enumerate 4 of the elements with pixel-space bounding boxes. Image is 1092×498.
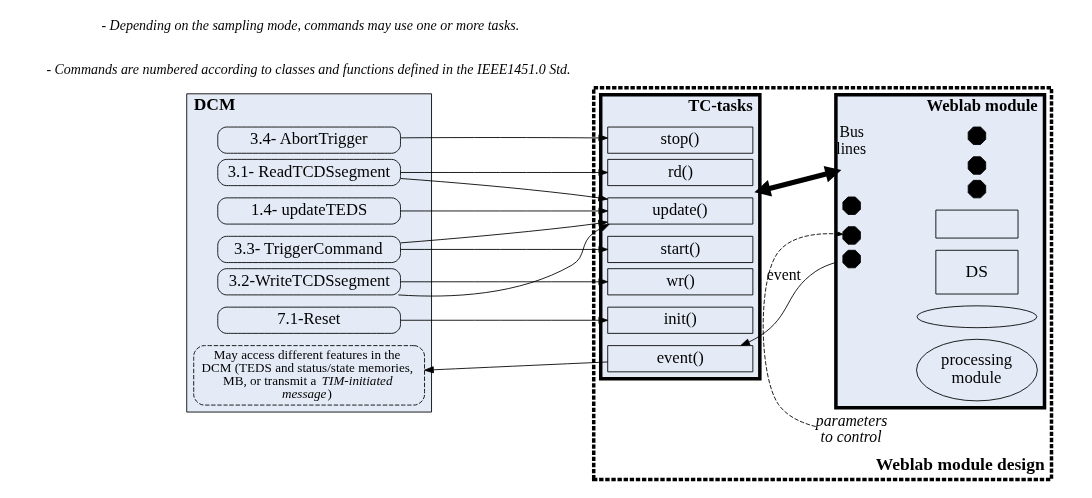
edge-label: event [766, 265, 801, 283]
label: - Commands are numbered according to classes and functions defined in the IEEE1451.0 Std. [46, 61, 571, 77]
label: - Depending on the sampling mode, commands may use one or more tasks. [101, 17, 520, 33]
node-text: parameters to control [815, 412, 888, 446]
